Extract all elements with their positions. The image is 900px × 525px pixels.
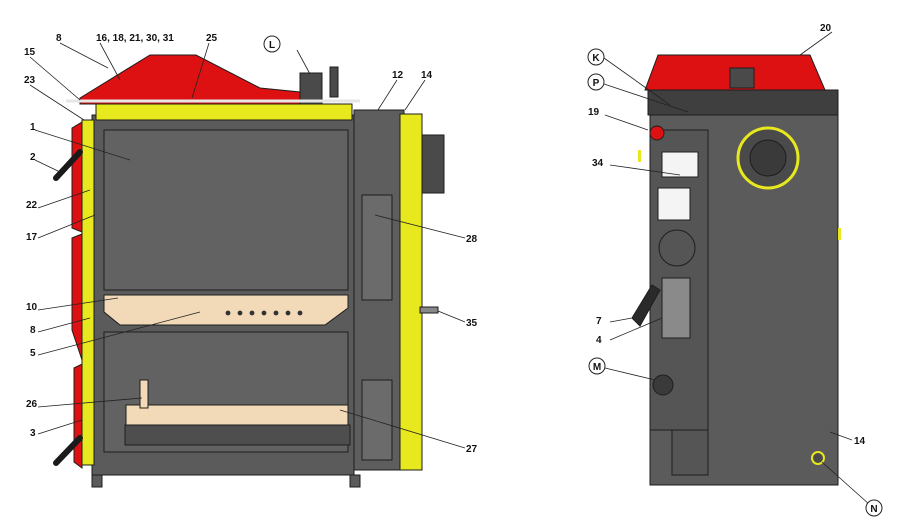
callout-34: 34 — [592, 158, 604, 169]
callout-L-circle — [263, 35, 281, 53]
callout-14-rear: 14 — [854, 436, 866, 447]
lower-door-handle-icon — [53, 435, 83, 466]
callout-7: 7 — [596, 316, 602, 327]
callout-10: 10 — [26, 302, 38, 313]
exchanger-lower — [361, 379, 393, 461]
info-plate — [661, 151, 699, 178]
callout-12: 12 — [392, 70, 404, 81]
side-view-callouts: 8 16, 18, 21, 30, 31 25 L 15 23 12 14 1 … — [24, 33, 478, 455]
fuel-chamber — [103, 129, 349, 291]
red-sensor-19 — [649, 125, 665, 141]
callout-8-lower: 8 — [30, 325, 36, 336]
bottom-rail — [124, 424, 351, 446]
air-intake — [661, 277, 691, 339]
leg-right — [349, 474, 361, 488]
upper-door — [71, 121, 83, 233]
callout-2: 2 — [30, 152, 36, 163]
callout-23: 23 — [24, 75, 36, 86]
callout-16-18-21-30-31: 16, 18, 21, 30, 31 — [96, 33, 174, 44]
callout-15: 15 — [24, 47, 36, 58]
grate-beige — [103, 294, 349, 326]
grate-holes — [225, 310, 303, 316]
callout-N-circle — [865, 499, 883, 517]
callout-M-circle — [588, 357, 606, 375]
round-cover — [658, 229, 696, 267]
middle-door — [71, 233, 83, 361]
callout-20: 20 — [820, 23, 832, 34]
rear-top-slot — [729, 67, 755, 89]
callout-P: P — [593, 78, 600, 89]
yellow-top-band — [95, 103, 353, 121]
callout-27: 27 — [466, 444, 478, 455]
callout-1: 1 — [30, 122, 36, 133]
rear-box — [421, 134, 445, 194]
red-top-cover — [79, 54, 301, 105]
lower-door — [73, 363, 83, 469]
callout-25: 25 — [206, 33, 218, 44]
callout-L: L — [269, 40, 275, 51]
callout-3: 3 — [30, 428, 36, 439]
callout-5: 5 — [30, 348, 36, 359]
yellow-front-strip — [81, 119, 95, 466]
exchanger-inner — [361, 194, 393, 301]
callout-N: N — [870, 504, 877, 515]
side-section-view — [53, 54, 445, 488]
rear-lower-door — [671, 429, 709, 476]
yellow-mark-left — [638, 150, 641, 162]
callout-19: 19 — [588, 107, 600, 118]
callout-35: 35 — [466, 318, 478, 329]
ash-tray-plate — [139, 379, 149, 409]
white-label — [657, 187, 691, 221]
callout-K-circle — [587, 48, 605, 66]
callout-K: K — [592, 53, 600, 64]
callout-28: 28 — [466, 234, 478, 245]
callout-26: 26 — [26, 399, 38, 410]
port-N — [811, 451, 825, 465]
callout-22: 22 — [26, 200, 38, 211]
callout-8: 8 — [56, 33, 62, 44]
rear-dark-band — [647, 89, 839, 116]
yellow-side-panel — [399, 113, 423, 471]
flue-cap — [329, 66, 339, 98]
callout-14: 14 — [421, 70, 433, 81]
ash-tray — [125, 404, 349, 426]
rear-view — [631, 54, 841, 486]
upper-door-handle-icon — [53, 149, 83, 181]
lever-7 — [631, 284, 661, 327]
yellow-mark-right — [838, 228, 841, 240]
callout-M: M — [593, 362, 601, 373]
callout-4: 4 — [596, 335, 602, 346]
rear-view-callouts: K P 20 19 34 7 4 M 14 N — [587, 23, 883, 517]
callout-17: 17 — [26, 232, 38, 243]
outlet-pipe-35 — [419, 306, 439, 314]
port-M — [652, 374, 674, 396]
callout-P-circle — [587, 73, 605, 91]
leg-left — [91, 474, 103, 488]
